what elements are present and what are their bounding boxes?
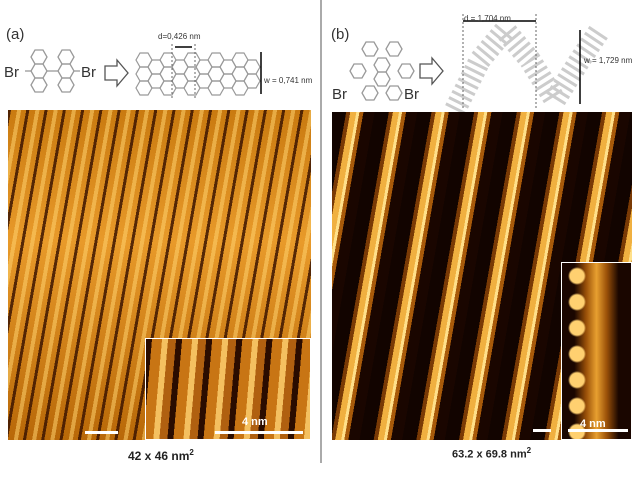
panel-b-inset-scalebar: [568, 429, 628, 432]
panel-a-w-label: w = 0,741 nm: [264, 76, 313, 85]
panel-b-br-right: Br: [404, 86, 419, 103]
panel-a-inset-scalebar: [215, 431, 303, 434]
panel-a-scalebar: [85, 431, 118, 434]
panel-b-br-left: Br: [332, 86, 347, 103]
ribbon-structure: [135, 52, 261, 96]
panel-a-inset-scale-label: 4 nm: [242, 416, 268, 428]
arrow-icon: [104, 58, 129, 88]
panel-b-inset-scale-label: 4 nm: [580, 418, 606, 430]
panel-a-caption: 42 x 46 nm2: [128, 448, 194, 463]
panel-b-molecule-diagram: [349, 12, 610, 112]
panel-b-caption: 63.2 x 69.8 nm2: [452, 446, 532, 461]
panel-b-d-label: d = 1,704 nm: [464, 14, 511, 23]
panel-a-br-left: Br: [4, 64, 19, 81]
panel-a-d-label: d=0,426 nm: [158, 32, 201, 41]
panel-a-inset-image: [145, 338, 311, 440]
panel-b-scalebar: [533, 429, 551, 432]
panel-a-label: (a): [6, 26, 25, 43]
panel-b-inset-image: [561, 262, 632, 440]
panel-b-label: (b): [331, 26, 350, 43]
arrow-icon: [419, 56, 444, 86]
panel-a-molecule-diagram: [25, 44, 262, 100]
panel-a-br-right: Br: [81, 64, 96, 81]
panel-divider: [320, 0, 322, 463]
precursor-structure: [349, 41, 415, 101]
panel-b-w-label: w = 1,729 nm: [584, 56, 633, 65]
ribbon-structure: [445, 12, 610, 112]
precursor-structure: [25, 49, 80, 93]
